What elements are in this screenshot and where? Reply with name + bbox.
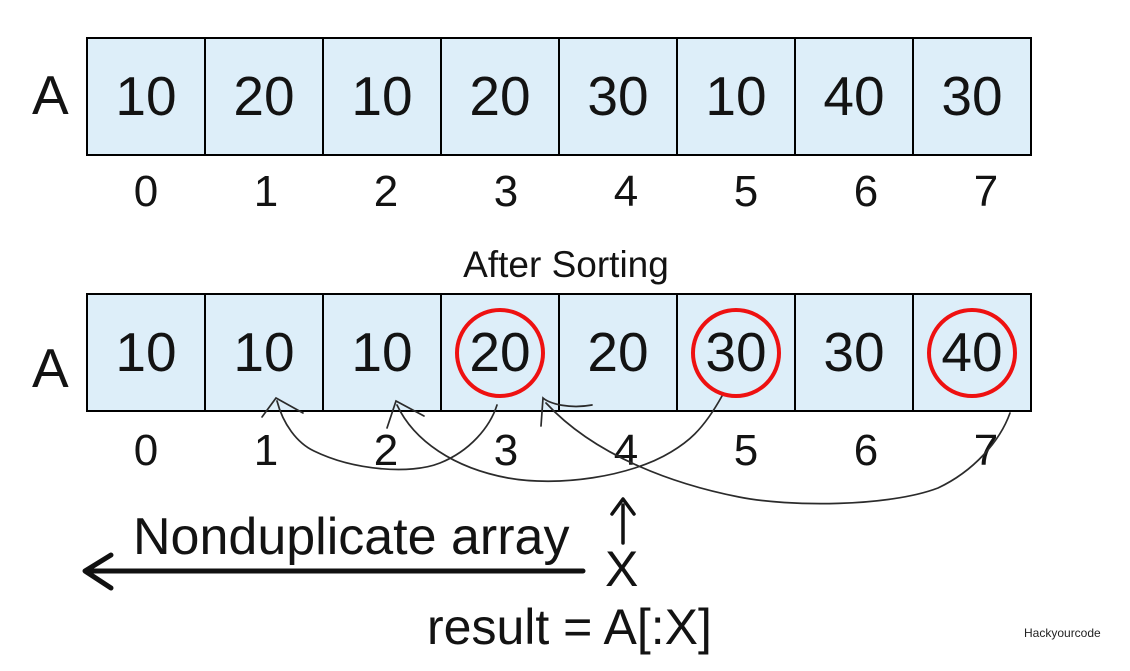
index-label: 0 [133,167,159,216]
array-cell: 40 [794,37,914,156]
array-cell: 30 [794,293,914,412]
cell-value: 20 [469,321,531,383]
index-label: 1 [253,426,279,475]
highlight-circle [927,307,1017,398]
index-label: 0 [133,426,159,475]
array-after-indices: 0 1 2 3 4 5 6 7 [86,429,1046,473]
array-cell: 40 [912,293,1032,412]
index-label: 5 [733,167,759,216]
array-before-label: A [32,64,69,126]
array-cell: 10 [676,37,796,156]
index-label: 3 [493,167,519,216]
index-label: 4 [613,426,639,475]
cell-value: 20 [469,65,531,127]
array-cell: 20 [440,37,560,156]
array-cell: 30 [558,37,678,156]
array-cell: 10 [86,37,206,156]
cell-value: 10 [351,321,413,383]
after-sorting-label: After Sorting [463,244,669,285]
array-cell: 20 [558,293,678,412]
index-label: 7 [973,167,999,216]
cell-value: 10 [115,65,177,127]
array-before: 10 20 10 20 30 10 40 30 [86,37,1032,156]
result-formula: result = A[:X] [427,599,712,655]
array-cell: 10 [86,293,206,412]
cell-value: 40 [941,321,1003,383]
index-label: 6 [853,167,879,216]
array-cell: 30 [912,37,1032,156]
arrowhead-icon [610,497,636,516]
x-pointer-label: X [605,541,639,597]
up-arrow [610,497,636,545]
array-cell: 10 [322,37,442,156]
array-before-indices: 0 1 2 3 4 5 6 7 [86,170,1046,214]
array-cell: 10 [322,293,442,412]
array-after: 10 10 10 20 20 30 30 40 [86,293,1032,412]
arrowhead-icon [82,552,114,591]
cell-value: 10 [233,321,295,383]
index-label: 3 [493,426,519,475]
array-cell: 20 [204,37,324,156]
cell-value: 10 [351,65,413,127]
watermark: Hackyourcode [1024,626,1101,640]
cell-value: 30 [705,321,767,383]
cell-value: 30 [587,65,649,127]
cell-value: 20 [587,321,649,383]
index-label: 2 [373,426,399,475]
index-label: 5 [733,426,759,475]
cell-value: 40 [823,65,885,127]
index-label: 6 [853,426,879,475]
array-cell: 10 [204,293,324,412]
cell-value: 30 [823,321,885,383]
index-label: 7 [973,426,999,475]
array-after-label: A [32,337,69,399]
highlight-circle [691,307,781,398]
cell-value: 30 [941,65,1003,127]
cell-value: 10 [705,65,767,127]
cell-value: 20 [233,65,295,127]
nonduplicate-label: Nonduplicate array [133,508,570,566]
index-label: 4 [613,167,639,216]
array-cell: 20 [440,293,560,412]
index-label: 2 [373,167,399,216]
cell-value: 10 [115,321,177,383]
index-label: 1 [253,167,279,216]
array-cell: 30 [676,293,796,412]
